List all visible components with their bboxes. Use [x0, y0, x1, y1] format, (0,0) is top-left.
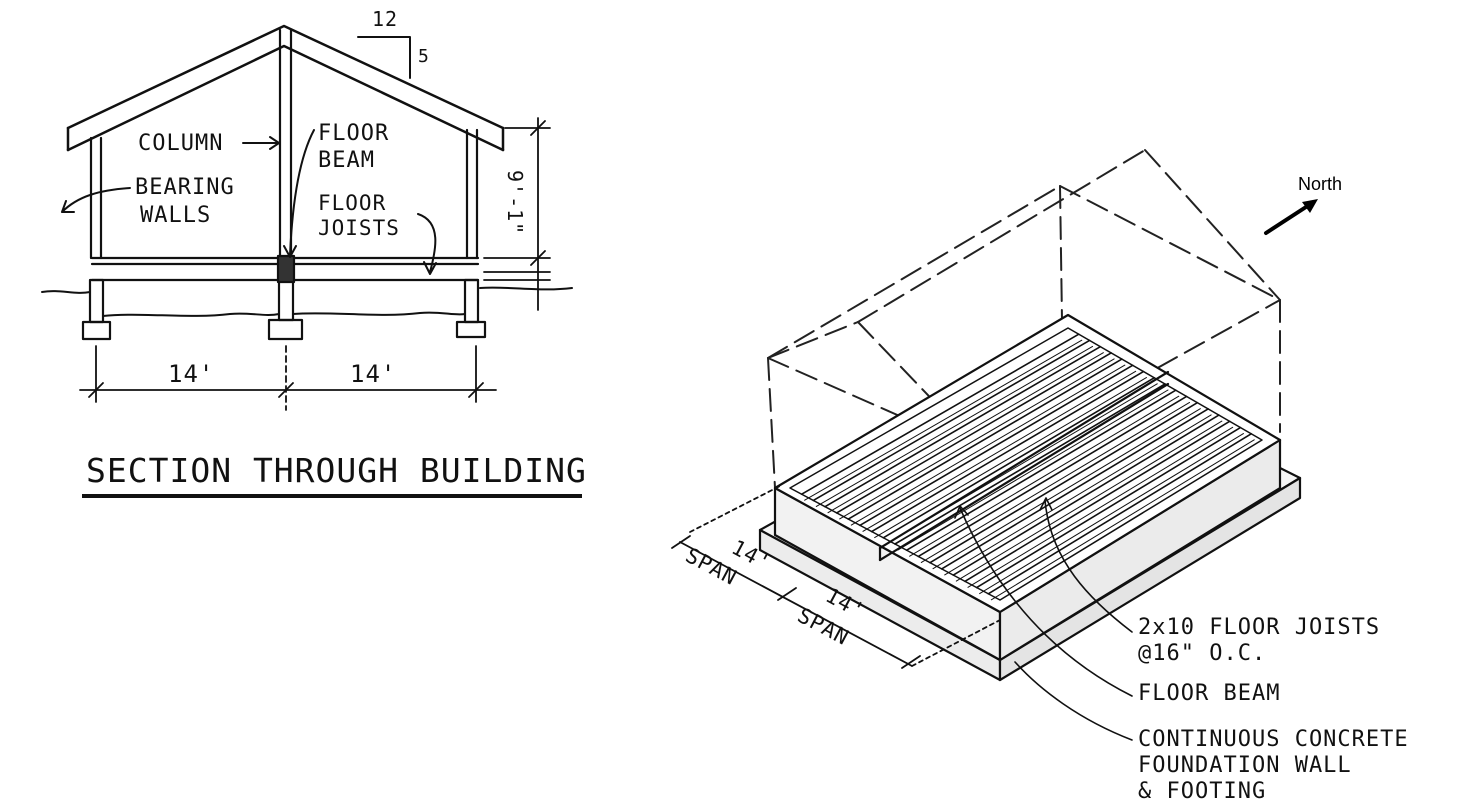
wall-height-dimension: 9'-1"	[483, 117, 551, 311]
joist	[929, 401, 1199, 564]
joist	[824, 345, 1102, 508]
joist-edge	[804, 339, 1083, 501]
section-labels: COLUMN FLOOR BEAM FLOOR JOISTS BEARING W…	[61, 121, 437, 275]
foundation-callout-line3: & FOOTING	[1138, 779, 1266, 804]
column-label: COLUMN	[138, 131, 223, 156]
joist-edge	[932, 408, 1201, 570]
north-arrow-shaft	[1264, 205, 1308, 235]
right-span-dim: 14'	[350, 360, 396, 388]
joist-edge	[967, 426, 1234, 588]
joist	[847, 358, 1123, 520]
left-span-dim: 14'	[168, 360, 214, 388]
north-indicator: North	[1264, 174, 1342, 235]
joist-edge	[815, 345, 1094, 507]
floor-joists	[800, 333, 1255, 601]
joist-edge	[827, 352, 1104, 514]
joists-callout-line1: 2x10 FLOOR JOISTS	[1138, 615, 1380, 640]
joist-edge	[990, 439, 1255, 601]
joist	[870, 370, 1145, 533]
joist	[812, 339, 1091, 502]
joist-edge	[839, 358, 1115, 520]
joist	[940, 408, 1209, 570]
floor-beam	[878, 370, 1170, 562]
pitch-rise-label: 5	[418, 46, 430, 67]
ground-line	[41, 286, 573, 317]
joist	[882, 376, 1156, 539]
joist-edge	[874, 377, 1147, 539]
isometric-drawing: 14' SPAN 14' SPAN 2x10 FLOOR JOISTS @16"…	[671, 149, 1409, 804]
right-bearing-wall	[455, 128, 487, 339]
foundation-callout-line2: FOUNDATION WALL	[1138, 753, 1352, 778]
joist	[952, 414, 1220, 576]
floor-assembly	[90, 254, 480, 284]
roof-pitch-indicator: 12 5	[357, 7, 430, 79]
section-title-block: SECTION THROUGH BUILDING	[82, 451, 587, 498]
joist	[987, 432, 1253, 595]
joist-edge	[909, 395, 1180, 557]
joist	[835, 352, 1112, 514]
joist	[964, 420, 1231, 583]
span-dimensions: 14' 14'	[79, 345, 497, 411]
joist	[905, 389, 1177, 552]
joist	[975, 426, 1242, 589]
wall-height-label: 9'-1"	[503, 170, 527, 235]
joists-callout-line2: @16" O.C.	[1138, 641, 1266, 666]
joist-edge	[920, 401, 1191, 563]
bearing-walls-label-1: BEARING	[135, 175, 235, 200]
foundation-callout-line1: CONTINUOUS CONCRETE	[1138, 727, 1409, 752]
joist-edge	[862, 370, 1137, 532]
floor-joists-label-2: JOISTS	[318, 216, 400, 240]
joist	[859, 364, 1134, 527]
joist-edge	[979, 433, 1244, 595]
callouts: 2x10 FLOOR JOISTS @16" O.C. FLOOR BEAM C…	[1138, 615, 1409, 804]
floor-beam-label-1: FLOOR	[318, 121, 389, 146]
floor-beam-label-2: BEAM	[318, 148, 375, 173]
roof	[66, 24, 505, 152]
joist-edge	[955, 420, 1223, 582]
section-drawing: 12 5	[41, 7, 587, 498]
callout-leaders	[954, 497, 1133, 741]
joist-edge	[850, 364, 1126, 526]
joist-edge	[944, 414, 1212, 576]
joist	[917, 395, 1188, 558]
bearing-walls-label-2: WALLS	[140, 203, 211, 228]
north-arrow-icon	[1302, 199, 1318, 213]
section-title: SECTION THROUGH BUILDING	[86, 451, 587, 490]
left-bearing-wall	[81, 136, 112, 341]
center-column	[267, 28, 304, 341]
joist	[894, 383, 1166, 545]
beam-callout: FLOOR BEAM	[1138, 681, 1280, 706]
joist	[800, 333, 1080, 496]
joist-edge	[897, 389, 1169, 551]
north-label: North	[1298, 174, 1342, 194]
pitch-run-label: 12	[372, 7, 398, 31]
floor-joists-label-1: FLOOR	[318, 191, 386, 215]
